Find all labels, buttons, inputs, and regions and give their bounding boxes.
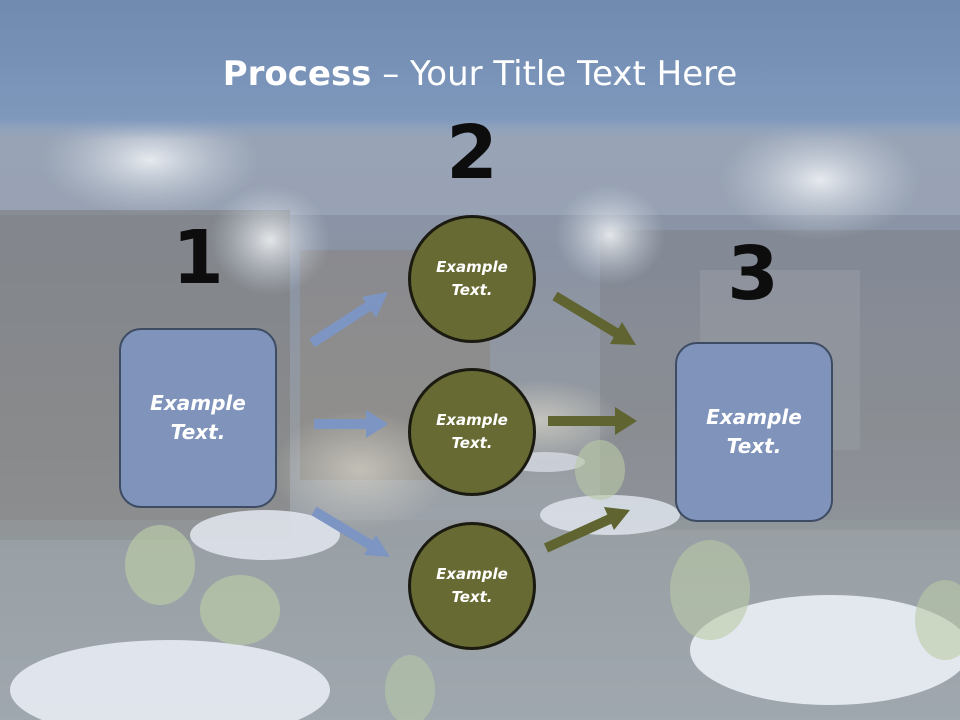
circle-top-text: Example Text. <box>436 258 508 299</box>
slide-title: Process – Your Title Text Here <box>0 52 960 96</box>
step-2-circle-middle: Example Text. <box>408 368 536 496</box>
step-1-text: Example Text. <box>150 391 246 444</box>
step-2-circle-top: Example Text. <box>408 215 536 343</box>
arrow-blue-right <box>314 410 388 438</box>
step-3-text: Example Text. <box>706 405 802 458</box>
step-2-circle-bottom: Example Text. <box>408 522 536 650</box>
step-1-box: Example Text. <box>119 328 277 508</box>
arrow-olive-down <box>552 291 636 345</box>
title-rest: – Your Title Text Here <box>371 54 738 94</box>
step-number-1: 1 <box>172 215 224 301</box>
circle-bottom-text: Example Text. <box>436 565 508 606</box>
title-bold: Process <box>222 54 372 94</box>
step-number-2: 2 <box>446 110 498 196</box>
step-3-box: Example Text. <box>675 342 833 522</box>
arrow-olive-up <box>543 507 630 553</box>
step-number-3: 3 <box>727 231 779 317</box>
arrow-blue-up <box>309 292 388 348</box>
arrow-blue-down <box>311 506 390 557</box>
arrow-olive-right <box>548 407 637 435</box>
circle-middle-text: Example Text. <box>436 411 508 452</box>
